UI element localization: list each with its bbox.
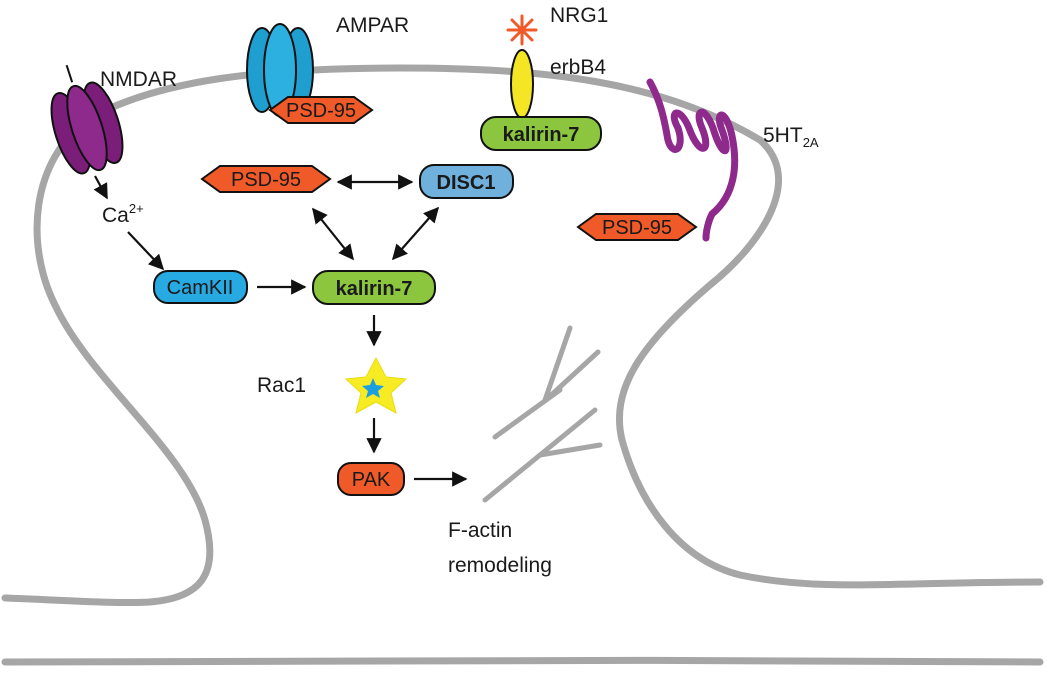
arrow-disc1-kalirin xyxy=(391,206,440,261)
disc1-badge xyxy=(419,164,514,199)
5ht2a-receptor-icon xyxy=(646,78,739,242)
psd95-ampar-badge xyxy=(268,96,374,124)
disc1-label: DISC1 xyxy=(437,172,496,194)
pak-badge xyxy=(337,462,405,496)
calcium-superscript: 2+ xyxy=(129,201,144,216)
psd95-right-badge xyxy=(576,213,698,241)
kalirin-center-label: kalirin-7 xyxy=(336,278,413,300)
arrow-psd95-kalirin xyxy=(312,207,354,261)
camkii-badge xyxy=(153,270,248,304)
erbb4-label: erbB4 xyxy=(550,56,606,79)
calcium-label: Ca2+ xyxy=(102,201,144,227)
ampar-label: AMPAR xyxy=(336,14,409,37)
5ht-subscript: 2A xyxy=(803,135,819,150)
kalirin-center-badge xyxy=(312,270,436,305)
arrow-ca-to-camkii xyxy=(127,231,165,271)
psd95-ampar-label: PSD-95 xyxy=(286,100,356,122)
nrg1-ligand-icon xyxy=(506,14,538,46)
factin-label-line2: remodeling xyxy=(448,554,552,577)
nrg1-label: NRG1 xyxy=(550,4,608,27)
spine-membrane xyxy=(1,64,1044,607)
rac1-inner-star-icon xyxy=(362,378,384,398)
f-actin-filaments-icon xyxy=(482,325,603,503)
5ht2a-label: 5HT2A xyxy=(763,124,819,150)
psd95-left-badge xyxy=(200,165,332,193)
factin-label-line1: F-actin xyxy=(448,519,512,542)
psd95-left-label: PSD-95 xyxy=(231,169,301,191)
kalirin-membrane-label: kalirin-7 xyxy=(503,124,580,146)
dendrite-membrane xyxy=(1,656,1044,666)
camkii-label: CamKII xyxy=(167,277,234,299)
pathway-arrows xyxy=(93,174,468,487)
psd95-right-label: PSD-95 xyxy=(602,217,672,239)
rac1-label: Rac1 xyxy=(257,374,306,397)
ampar-receptor-icon xyxy=(246,23,314,117)
pak-label: PAK xyxy=(352,469,391,491)
kalirin-membrane-badge xyxy=(480,116,602,151)
erbb4-receptor-icon xyxy=(510,49,534,119)
5ht-main: 5HT xyxy=(763,124,803,147)
nmdar-label: NMDAR xyxy=(100,68,177,91)
nmdar-receptor-icon xyxy=(50,64,124,175)
calcium-main: Ca xyxy=(102,204,129,227)
arrow-nmdar-to-ca xyxy=(93,175,108,200)
